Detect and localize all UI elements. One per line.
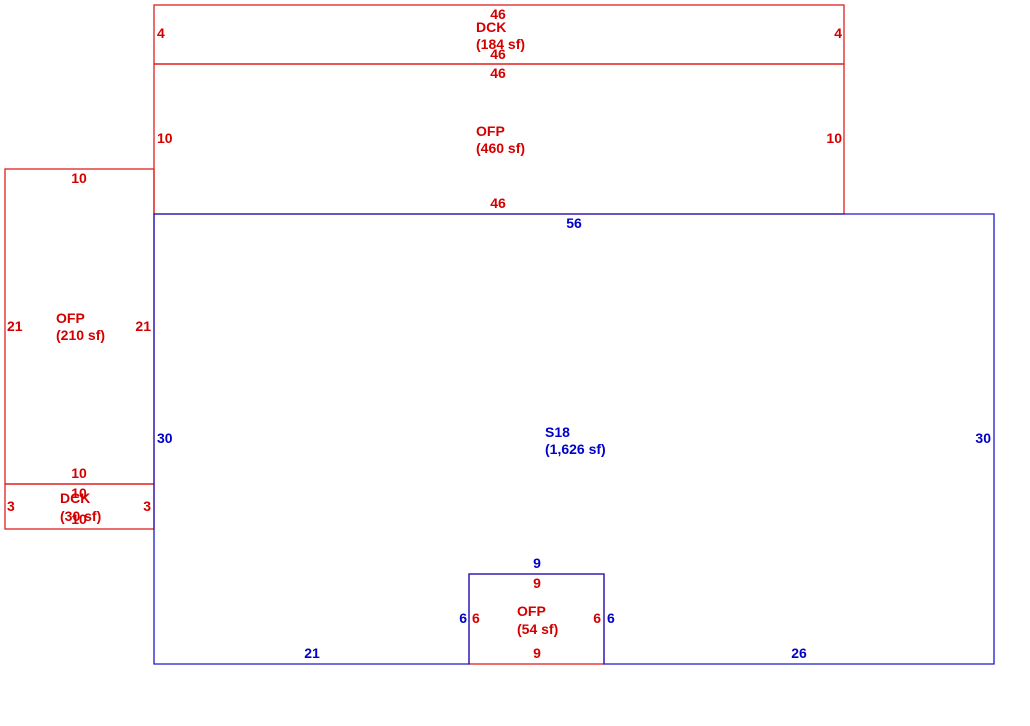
ofp-left-dim-right: 21 [135, 318, 151, 334]
dck-left-area: (30 sf) [60, 508, 101, 524]
ofp-left-section: 10 OFP (210 sf) 10 21 21 [4, 168, 155, 485]
ofp-top-dim-left: 10 [157, 130, 173, 146]
dck-left-dim-left: 3 [7, 498, 15, 514]
dck-top-dim-bottom: 46 [490, 46, 506, 62]
ofp-top-area: (460 sf) [476, 140, 525, 156]
ofp-bottom-dim-top: 9 [533, 575, 541, 591]
main-area: (1,626 sf) [545, 441, 606, 457]
main-dim-bottom-right: 26 [791, 645, 807, 661]
main-living-outline [153, 213, 995, 665]
ofp-left-area: (210 sf) [56, 327, 105, 343]
ofp-left-code: OFP [56, 310, 85, 326]
main-dim-top: 56 [566, 215, 582, 231]
main-dim-left: 30 [157, 430, 173, 446]
ofp-top-dim-bottom: 46 [490, 195, 506, 211]
ofp-bottom-section: 9 OFP (54 sf) 9 6 6 [468, 573, 605, 665]
main-code: S18 [545, 424, 570, 440]
main-dim-notch-left: 6 [459, 610, 467, 626]
ofp-bottom-dim-right: 6 [593, 610, 601, 626]
ofp-bottom-area: (54 sf) [517, 621, 558, 637]
ofp-left-dim-top: 10 [71, 170, 87, 186]
dck-top-section: 46 DCK (184 sf) 46 4 4 [153, 4, 845, 65]
main-dim-notch-right: 6 [607, 610, 615, 626]
ofp-left-dim-left: 21 [7, 318, 23, 334]
ofp-top-outline [153, 63, 845, 215]
dck-left-section: 10 DCK (30 sf) 10 3 3 [4, 483, 155, 530]
ofp-top-code: OFP [476, 123, 505, 139]
dck-top-area: (184 sf) [476, 36, 525, 52]
ofp-bottom-dim-left: 6 [472, 610, 480, 626]
dck-left-dim-right: 3 [143, 498, 151, 514]
main-dim-notch-top: 9 [533, 555, 541, 571]
dck-left-dim-top: 10 [71, 485, 87, 501]
dck-top-dim-left: 4 [157, 25, 165, 41]
ofp-top-dim-top: 46 [490, 65, 506, 81]
dck-top-dim-top: 46 [490, 6, 506, 22]
ofp-left-dim-bottom: 10 [71, 465, 87, 481]
ofp-bottom-code: OFP [517, 603, 546, 619]
dck-left-code: DCK [60, 490, 90, 506]
dck-left-dim-bottom: 10 [71, 511, 87, 527]
main-living-section: 56 S18 (1,626 sf) 30 30 21 26 9 6 6 [153, 213, 995, 665]
ofp-top-dim-right: 10 [826, 130, 842, 146]
dck-top-code: DCK [476, 19, 506, 35]
ofp-bottom-dim-bottom: 9 [533, 645, 541, 661]
dck-top-dim-right: 4 [834, 25, 842, 41]
main-dim-right: 30 [975, 430, 991, 446]
ofp-top-section: 46 OFP (460 sf) 46 10 10 [153, 63, 845, 215]
main-dim-bottom-left: 21 [304, 645, 320, 661]
